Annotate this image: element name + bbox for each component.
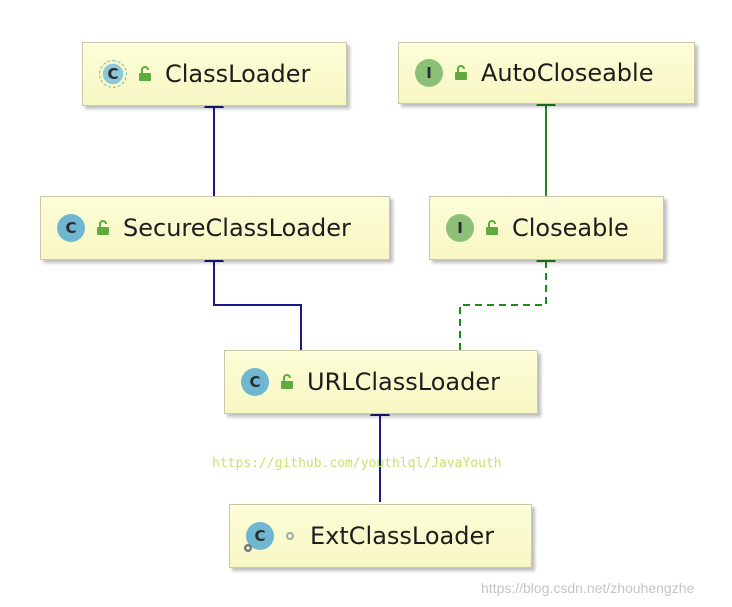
watermark-text: https://github.com/youthlql/JavaYouth — [212, 456, 502, 471]
kind-letter: C — [254, 527, 266, 545]
node-closeable[interactable]: I Closeable — [429, 196, 664, 260]
gear-icon — [244, 544, 252, 552]
node-label: Closeable — [512, 214, 629, 242]
node-extclassloader[interactable]: C ExtClassLoader — [229, 504, 532, 568]
node-label: SecureClassLoader — [123, 214, 351, 242]
interface-icon: I — [415, 59, 443, 87]
credit-text: https://blog.csdn.net/zhouhengzhe — [481, 580, 695, 596]
class-icon: C — [241, 368, 269, 396]
node-label: ExtClassLoader — [310, 522, 495, 550]
abstract-class-icon: C — [99, 60, 127, 88]
static-class-icon: C — [244, 522, 274, 552]
package-private-icon — [286, 532, 294, 540]
edge-urlclassloader-extends-secureclassloader — [204, 242, 302, 350]
node-secureclassloader[interactable]: C SecureClassLoader — [40, 196, 390, 260]
public-lock-icon — [281, 374, 293, 389]
node-label: AutoCloseable — [481, 59, 654, 87]
public-lock-icon — [97, 220, 109, 235]
public-lock-icon — [486, 220, 498, 235]
public-lock-icon — [455, 65, 467, 80]
node-urlclassloader[interactable]: C URLClassLoader — [224, 350, 538, 414]
node-label: URLClassLoader — [307, 368, 500, 396]
public-lock-icon — [139, 66, 151, 81]
node-autocloseable[interactable]: I AutoCloseable — [398, 42, 695, 104]
class-icon: C — [57, 214, 85, 242]
node-classloader[interactable]: C ClassLoader — [82, 42, 347, 106]
interface-icon: I — [446, 214, 474, 242]
edge-urlclassloader-implements-closeable — [459, 242, 556, 350]
node-label: ClassLoader — [165, 60, 311, 88]
